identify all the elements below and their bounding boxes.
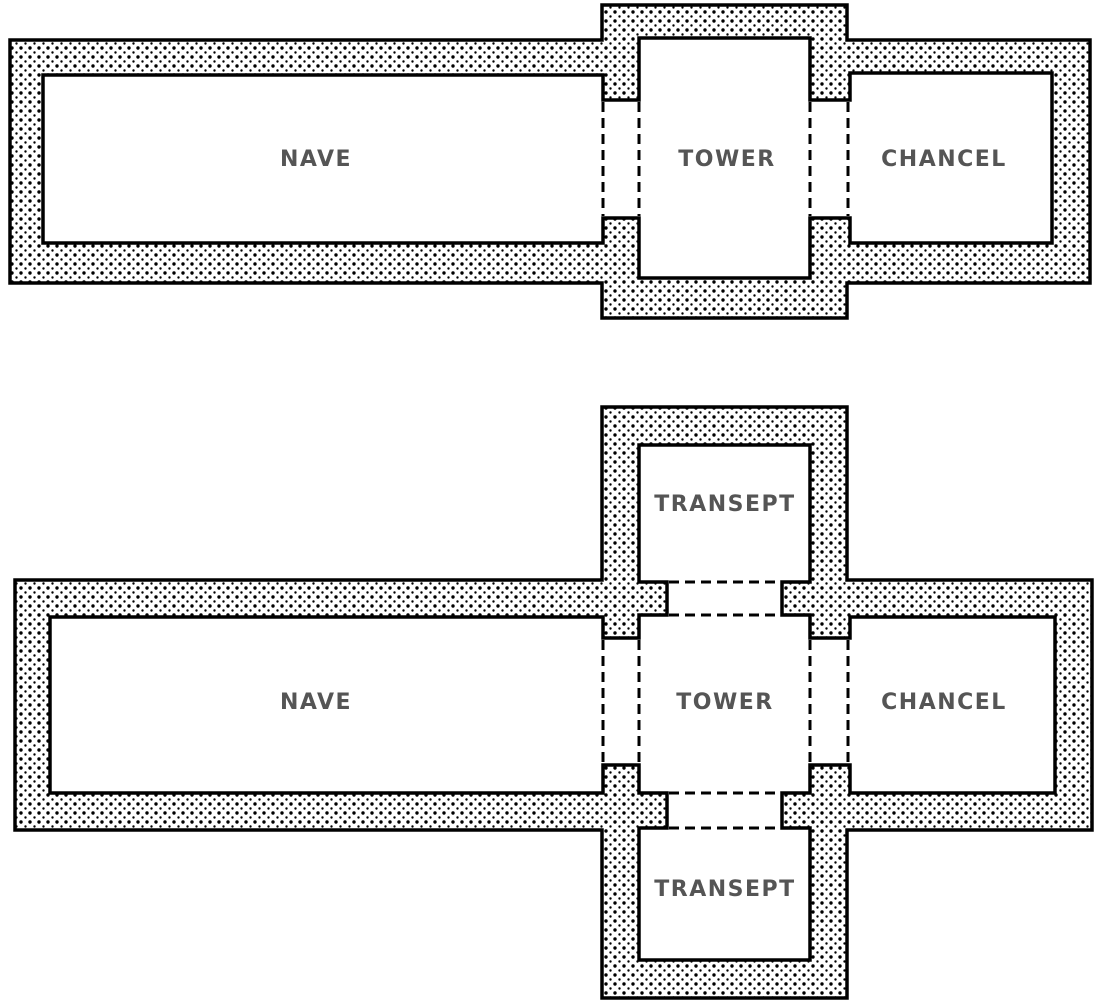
tower-label: TOWER bbox=[678, 147, 775, 172]
chancel-label: CHANCEL bbox=[881, 690, 1007, 715]
nave-label: NAVE bbox=[280, 147, 352, 172]
nave-label: NAVE bbox=[280, 690, 352, 715]
tower-label: TOWER bbox=[676, 690, 773, 715]
interior-spaces bbox=[48, 443, 1057, 962]
plan-bottom: TRANSEPT NAVE TOWER CHANCEL TRANSEPT bbox=[13, 405, 1094, 1000]
chancel-label: CHANCEL bbox=[881, 147, 1007, 172]
interior-spaces bbox=[41, 36, 1054, 280]
arch-openings bbox=[601, 102, 850, 216]
plan-top: NAVE TOWER CHANCEL bbox=[8, 3, 1092, 320]
transept-south-label: TRANSEPT bbox=[654, 877, 795, 902]
arch-openings bbox=[601, 580, 850, 830]
transept-north-label: TRANSEPT bbox=[654, 492, 795, 517]
opening-masks bbox=[605, 584, 848, 826]
